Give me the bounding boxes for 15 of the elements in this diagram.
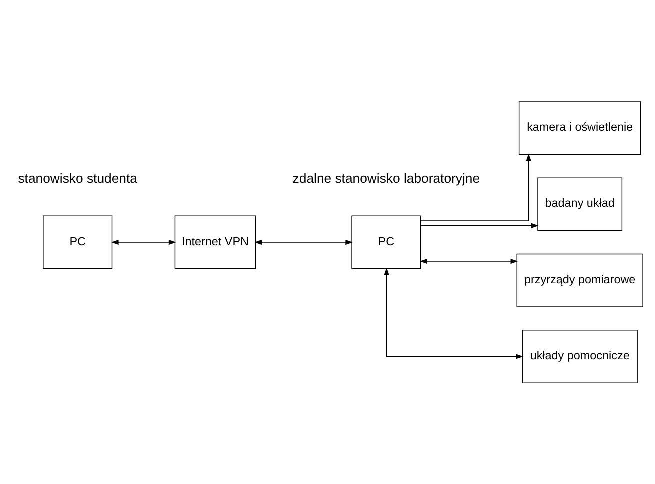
node-box: kamera i oświetlenie: [518, 101, 642, 155]
arrow: [420, 153, 532, 221]
label: stanowisko studenta: [18, 170, 138, 186]
node-box: badany układ: [538, 177, 623, 231]
arrow: [384, 267, 524, 359]
arrow: [420, 222, 539, 228]
node-box: Internet VPN: [174, 215, 256, 269]
node-box: PC: [43, 215, 113, 269]
arrow: [420, 258, 518, 264]
arrow: [111, 239, 176, 245]
node-box: przyrządy pomiarowe: [516, 253, 644, 307]
node-box: układy pomocnicze: [522, 330, 638, 383]
node-box: PC: [352, 215, 422, 269]
arrow: [254, 239, 353, 245]
label: zdalne stanowisko laboratoryjne: [292, 170, 480, 186]
